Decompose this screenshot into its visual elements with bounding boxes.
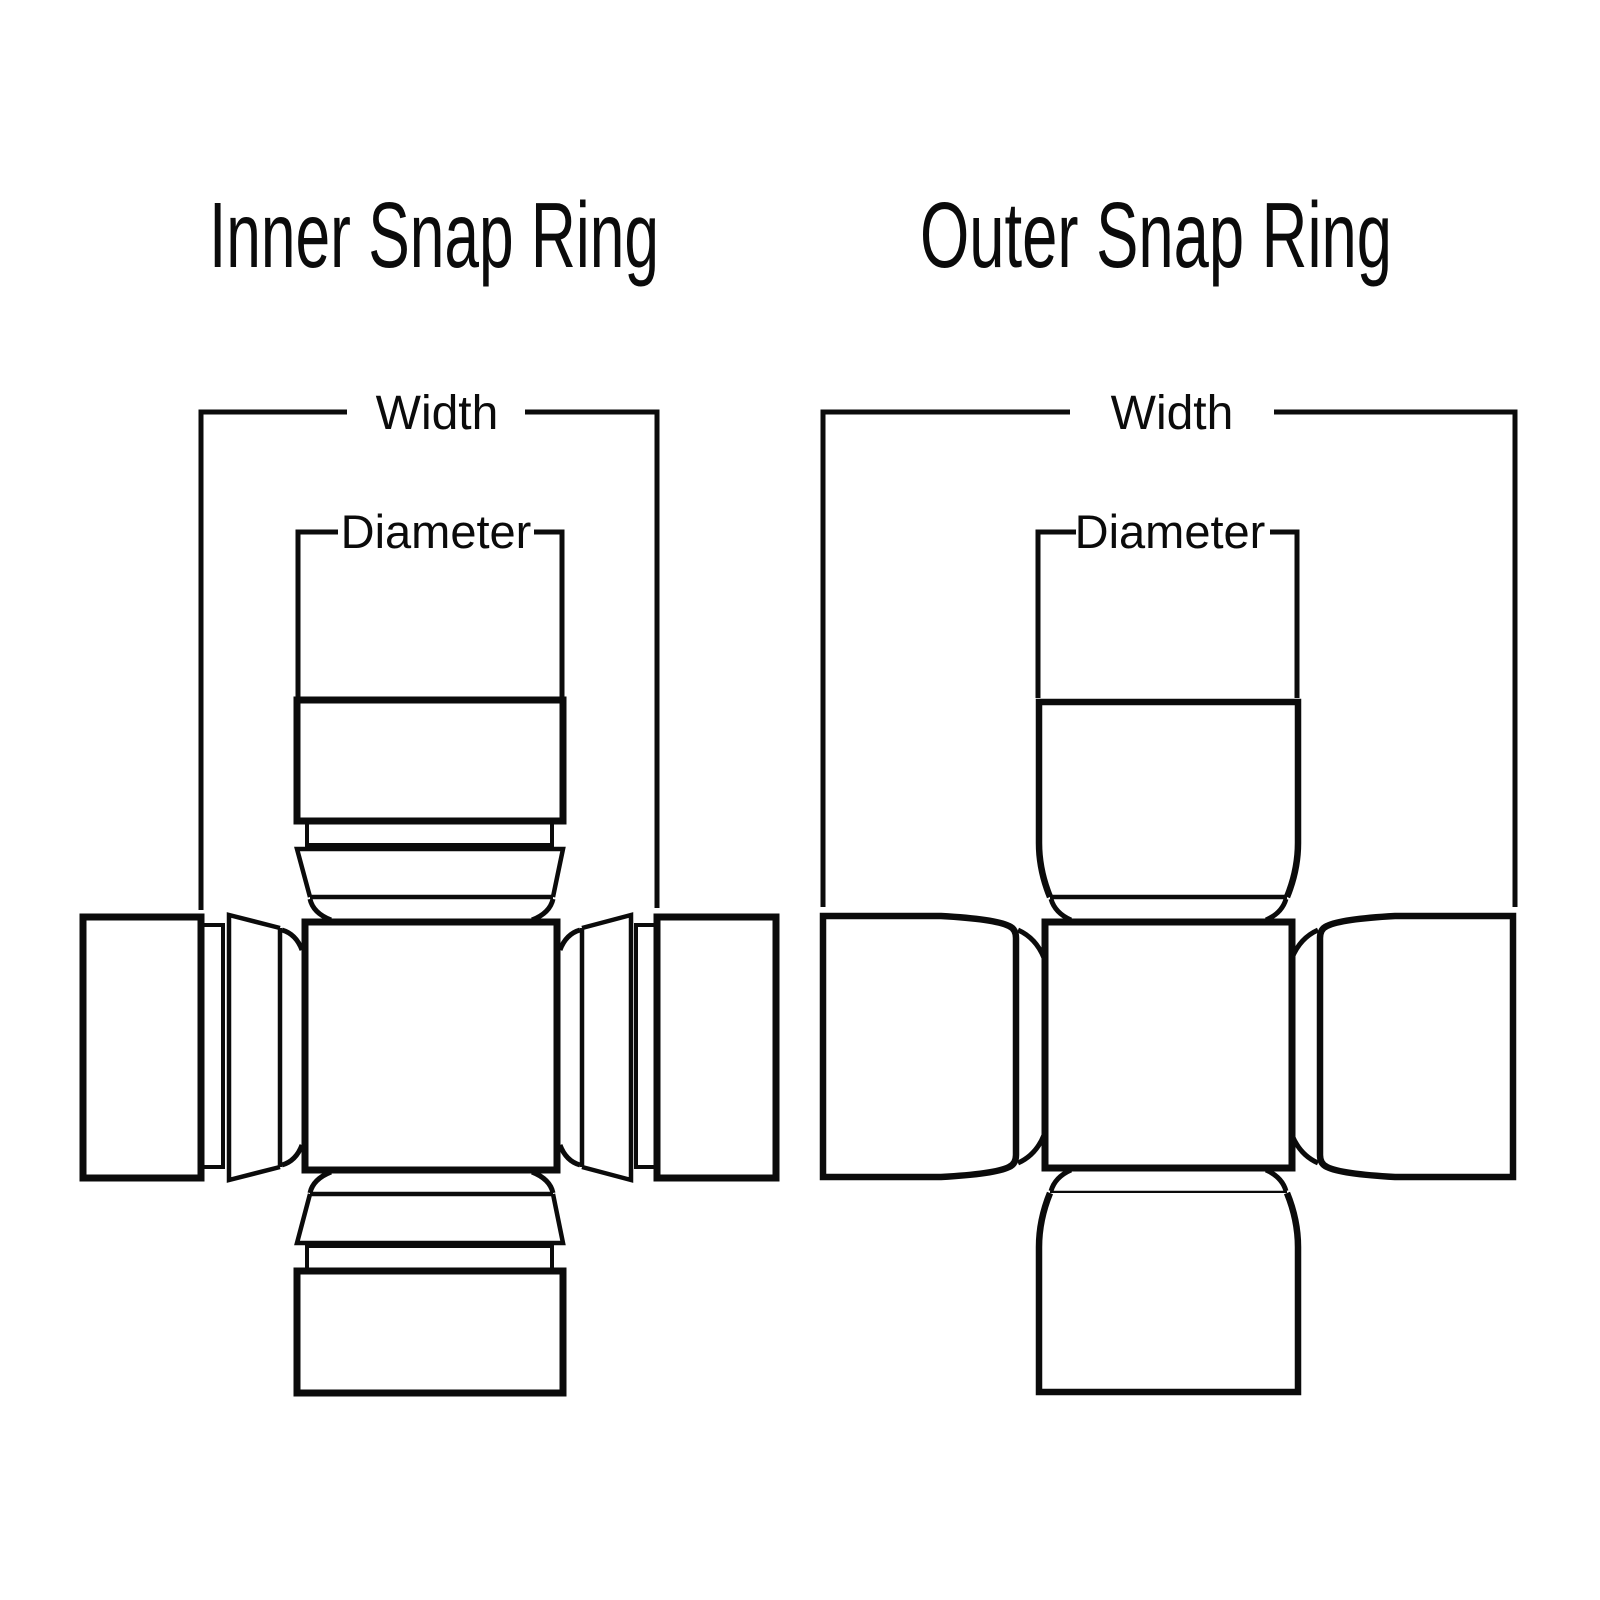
outer-bottom-arm [1035, 1167, 1302, 1396]
inner-right-flare [557, 927, 581, 1168]
outer-center-body [1041, 918, 1296, 1172]
inner-top-bearing-cup [294, 846, 566, 898]
inner-right-arm [557, 912, 780, 1183]
outer-top-arm [1035, 698, 1302, 923]
inner-top-cap [293, 696, 567, 825]
outer-right-flare [1289, 927, 1320, 1166]
outer-left-flare [1016, 927, 1047, 1166]
inner-right-cap [653, 913, 780, 1182]
inner-bottom-arm [293, 1169, 567, 1397]
inner-bottom-flare [307, 1169, 556, 1194]
inner-left-arm [79, 912, 305, 1183]
inner-diagram-title: Inner Snap Ring [209, 183, 659, 287]
outer-right-arm [1289, 912, 1517, 1181]
inner-top-flare [307, 898, 556, 923]
inner-right-bearing-cup [581, 912, 634, 1183]
inner-center-body [301, 918, 561, 1174]
outer-bottom-flare [1048, 1167, 1289, 1192]
outer-left-cap-cup [819, 912, 1020, 1181]
inner-top-snap-ring-groove [305, 824, 554, 847]
outer-right-cap-cup [1316, 912, 1517, 1181]
inner-right-snap-ring-groove [634, 923, 654, 1169]
outer-left-arm [819, 912, 1047, 1181]
inner-diameter-label: Diameter [341, 505, 532, 558]
inner-left-flare [281, 927, 305, 1168]
outer-diameter-bracket [1035, 529, 1300, 698]
outer-snap-ring-diagram: Outer Snap Ring Width Diameter [819, 183, 1518, 1396]
outer-bottom-cap-cup [1035, 1191, 1302, 1396]
inner-snap-ring-diagram: Inner Snap Ring Width Diameter [79, 183, 780, 1397]
outer-top-cap-cup [1035, 698, 1302, 899]
outer-width-label: Width [1111, 387, 1234, 440]
inner-width-bracket [198, 409, 660, 910]
inner-left-snap-ring-groove [204, 923, 225, 1169]
outer-width-bracket [820, 409, 1518, 907]
inner-top-arm [293, 696, 567, 923]
inner-left-bearing-cup [226, 912, 281, 1183]
outer-diagram-title: Outer Snap Ring [920, 183, 1392, 287]
inner-bottom-snap-ring-groove [305, 1244, 554, 1268]
inner-bottom-bearing-cup [294, 1193, 566, 1246]
inner-width-label: Width [376, 387, 499, 440]
inner-left-cap [79, 913, 205, 1182]
inner-bottom-cap [293, 1267, 567, 1397]
inner-diameter-bracket [295, 529, 565, 697]
outer-top-flare [1048, 898, 1289, 923]
outer-diameter-label: Diameter [1075, 505, 1266, 558]
